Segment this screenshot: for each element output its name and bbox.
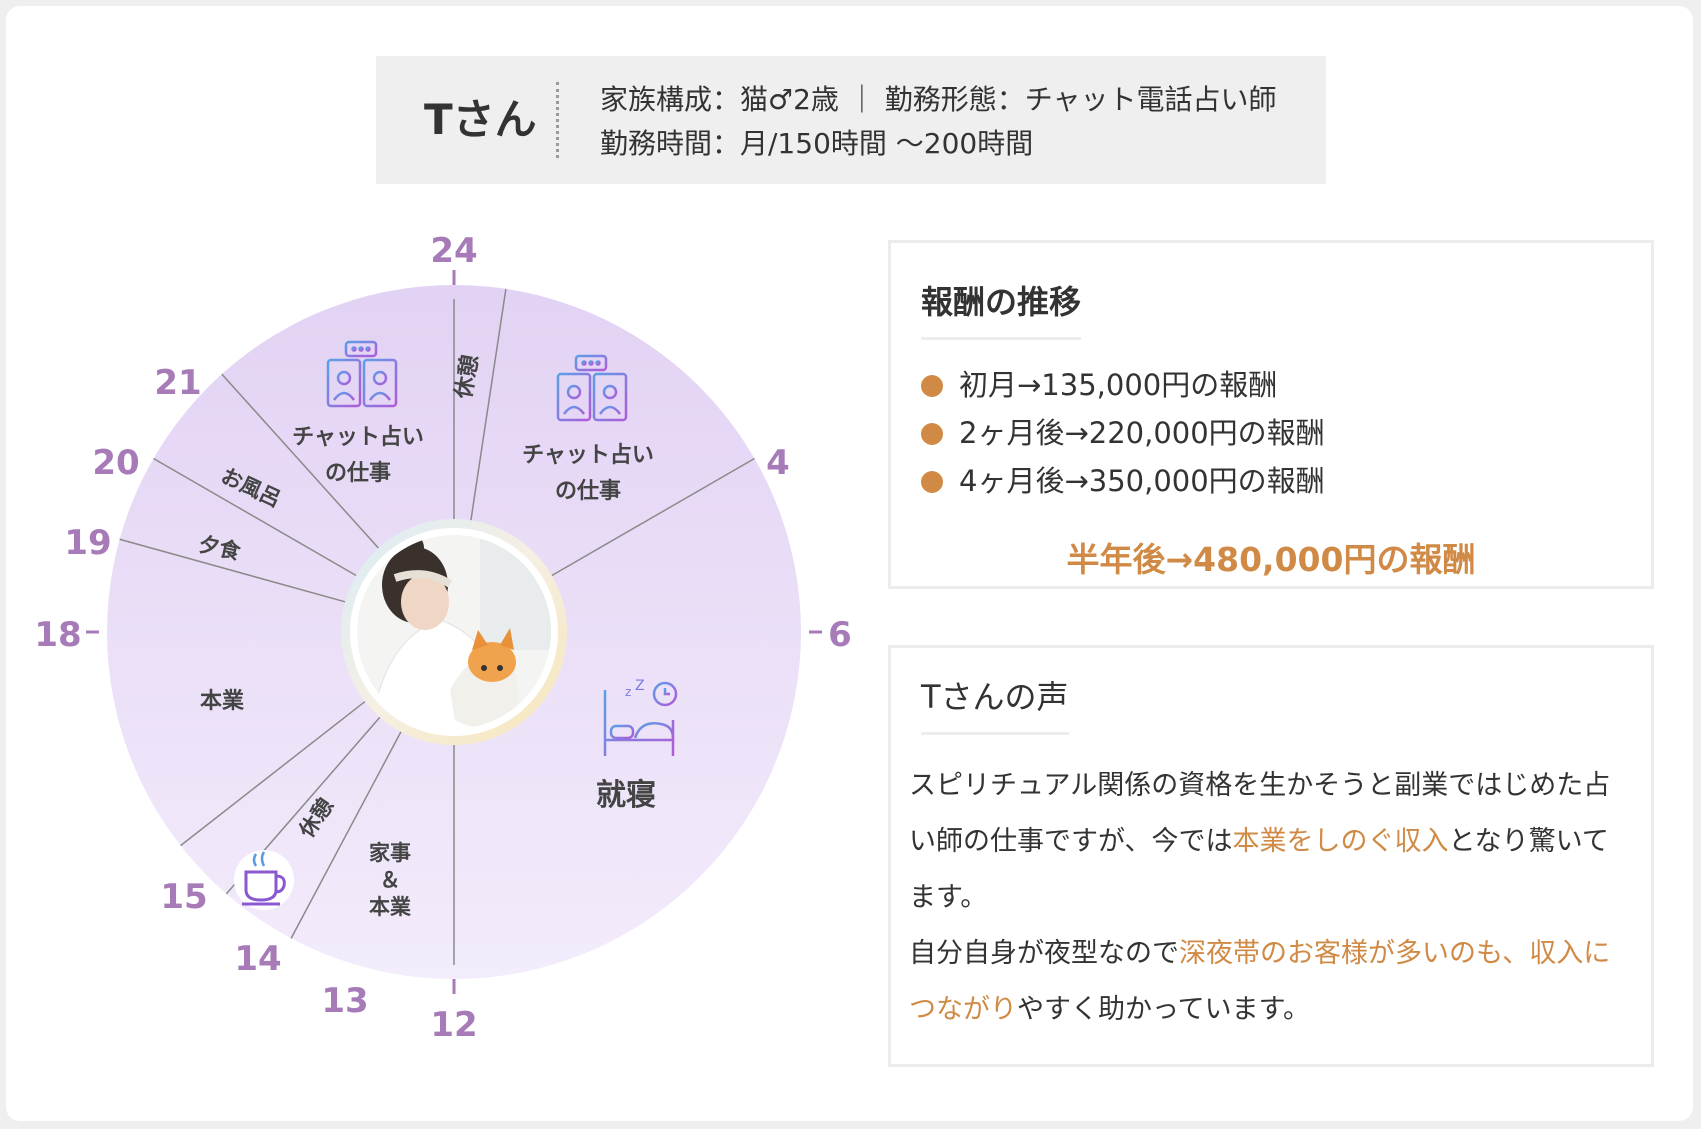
bullet-dot [921,471,943,493]
segment-divider [470,288,507,521]
hour-label-21: 21 [154,363,201,403]
hour-label-6: 6 [828,615,852,655]
segment-chat-work-2: チャット占いの仕事 [522,443,654,504]
video-chat-icon [326,340,398,408]
segment-sleep: 就寝 [596,778,656,813]
profile-header: Tさん 家族構成：猫♂2歳 ｜ 勤務形態：チャット電話占い師 勤務時間：月/15… [376,56,1326,184]
svg-text:z: z [625,685,631,699]
voice-box: Tさんの声 スピリチュアル関係の資格を生かそうと副業ではじめた占い師の仕事ですが… [888,645,1654,1067]
hour-label-12: 12 [430,1005,477,1045]
hour-label-18: 18 [34,615,81,655]
segment-chat-work-1: チャット占いの仕事 [292,425,424,486]
hour-label-4: 4 [766,443,790,483]
coffee-cup-icon [234,850,294,910]
voice-text: スピリチュアル関係の資格を生かそうと副業ではじめた占い師の仕事ですが、今では本業… [909,758,1629,1038]
segment-housework: 家事＆本業 [369,841,412,919]
income-item: 2ヶ月後→220,000円の報酬 [921,409,1325,457]
bullet-dot [921,423,943,445]
profile-line-1: 家族構成：猫♂2歳 ｜ 勤務形態：チャット電話占い師 [600,78,1276,122]
voice-text-part: スピリチュアル関係の資格を生かそうと副業ではじめた占い師の仕事ですが、今では [909,770,1611,857]
work-style-info: 勤務形態：チャット電話占い師 [884,83,1277,116]
inline-divider: ｜ [847,83,876,116]
sleep-icon: z Z [603,678,678,756]
person-name: Tさん [424,95,537,144]
income-list: 初月→135,000円の報酬 2ヶ月後→220,000円の報酬 4ヶ月後→350… [921,361,1325,505]
voice-text-part: やすく助かっています。 [1017,994,1310,1025]
voice-text-part: 自分自身が夜型なので [909,938,1179,969]
hour-label-15: 15 [160,877,207,917]
segment-label: 家事＆本業 [369,841,412,919]
video-chat-icon [556,354,628,422]
income-final: 半年後→480,000円の報酬 [1066,540,1476,579]
hour-label-24: 24 [430,231,477,271]
work-hours-info: 勤務時間：月/150時間 ～200時間 [600,127,1034,160]
hour-labels: 24 4 6 12 13 14 15 18 19 20 21 [34,231,852,1045]
woman-with-cat-photo [341,519,567,745]
income-text: 2ヶ月後→220,000円の報酬 [959,416,1325,450]
family-info: 家族構成：猫♂2歳 [600,83,839,116]
hour-label-20: 20 [92,443,139,483]
income-box: 報酬の推移 初月→135,000円の報酬 2ヶ月後→220,000円の報酬 4ヶ… [888,240,1654,589]
profile-info: 家族構成：猫♂2歳 ｜ 勤務形態：チャット電話占い師 勤務時間：月/150時間 … [600,78,1276,166]
income-item: 初月→135,000円の報酬 [921,361,1325,409]
segment-divider [551,457,755,577]
svg-text:Z: Z [635,678,645,694]
segment-main-job: 本業 [200,689,245,714]
segment-label: チャット占いの仕事 [292,425,424,486]
hour-label-14: 14 [234,939,281,979]
highlight-text: 深夜帯のお客様が多いのも、収入につながり [909,938,1611,1025]
income-item: 4ヶ月後→350,000円の報酬 [921,457,1325,505]
income-text: 4ヶ月後→350,000円の報酬 [959,464,1325,498]
bullet-dot [921,375,943,397]
voice-paragraph-2: 自分自身が夜型なので深夜帯のお客様が多いのも、収入につながりやすく助かっています… [909,926,1629,1038]
segment-divider [119,538,346,603]
segment-divider [290,731,402,939]
segment-label: 就寝 [596,778,656,813]
highlight-text: 本業をしのぐ収入 [1232,826,1449,857]
voice-title: Tさんの声 [921,672,1069,735]
hour-label-13: 13 [321,981,368,1021]
segment-label: チャット占いの仕事 [522,443,654,504]
voice-paragraph-1: スピリチュアル関係の資格を生かそうと副業ではじめた占い師の仕事ですが、今では本業… [909,758,1629,926]
segment-divider [153,457,357,577]
voice-text-part: となり驚いてます。 [909,826,1609,913]
header-divider [556,82,559,158]
segment-divider [180,700,366,847]
hour-label-19: 19 [64,523,111,563]
segment-label: 本業 [200,689,245,714]
income-text: 初月→135,000円の報酬 [959,368,1278,402]
segment-divider [221,373,379,549]
income-title: 報酬の推移 [921,277,1082,340]
